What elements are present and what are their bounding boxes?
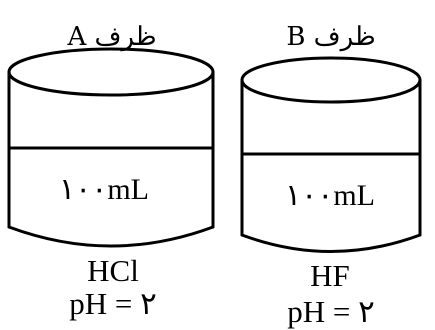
container-b: ظرف B ۱۰۰mL HF pH = ۲ <box>240 22 422 329</box>
container-a-ph-label: pH = ۲ <box>69 286 157 321</box>
container-a-bottom-rim <box>7 225 215 248</box>
container-b-ph-label: pH = ۲ <box>287 294 375 329</box>
container-a-cylinder <box>7 47 215 248</box>
container-a-substance-label: HCl <box>87 253 139 288</box>
container-b-cylinder <box>240 56 422 253</box>
container-b-top-rim <box>240 56 422 104</box>
container-a-volume-label: ۱۰۰mL <box>59 173 149 206</box>
container-b-volume-label: ۱۰۰mL <box>285 179 375 212</box>
container-a-top-rim <box>7 47 215 97</box>
container-a-title: ظرف A <box>66 22 156 52</box>
container-a: ظرف A ۱۰۰mL HCl pH = ۲ <box>7 22 215 321</box>
container-b-bottom-rim <box>240 233 422 253</box>
container-b-substance-label: HF <box>310 258 350 293</box>
container-b-title: ظرف B <box>286 22 375 52</box>
